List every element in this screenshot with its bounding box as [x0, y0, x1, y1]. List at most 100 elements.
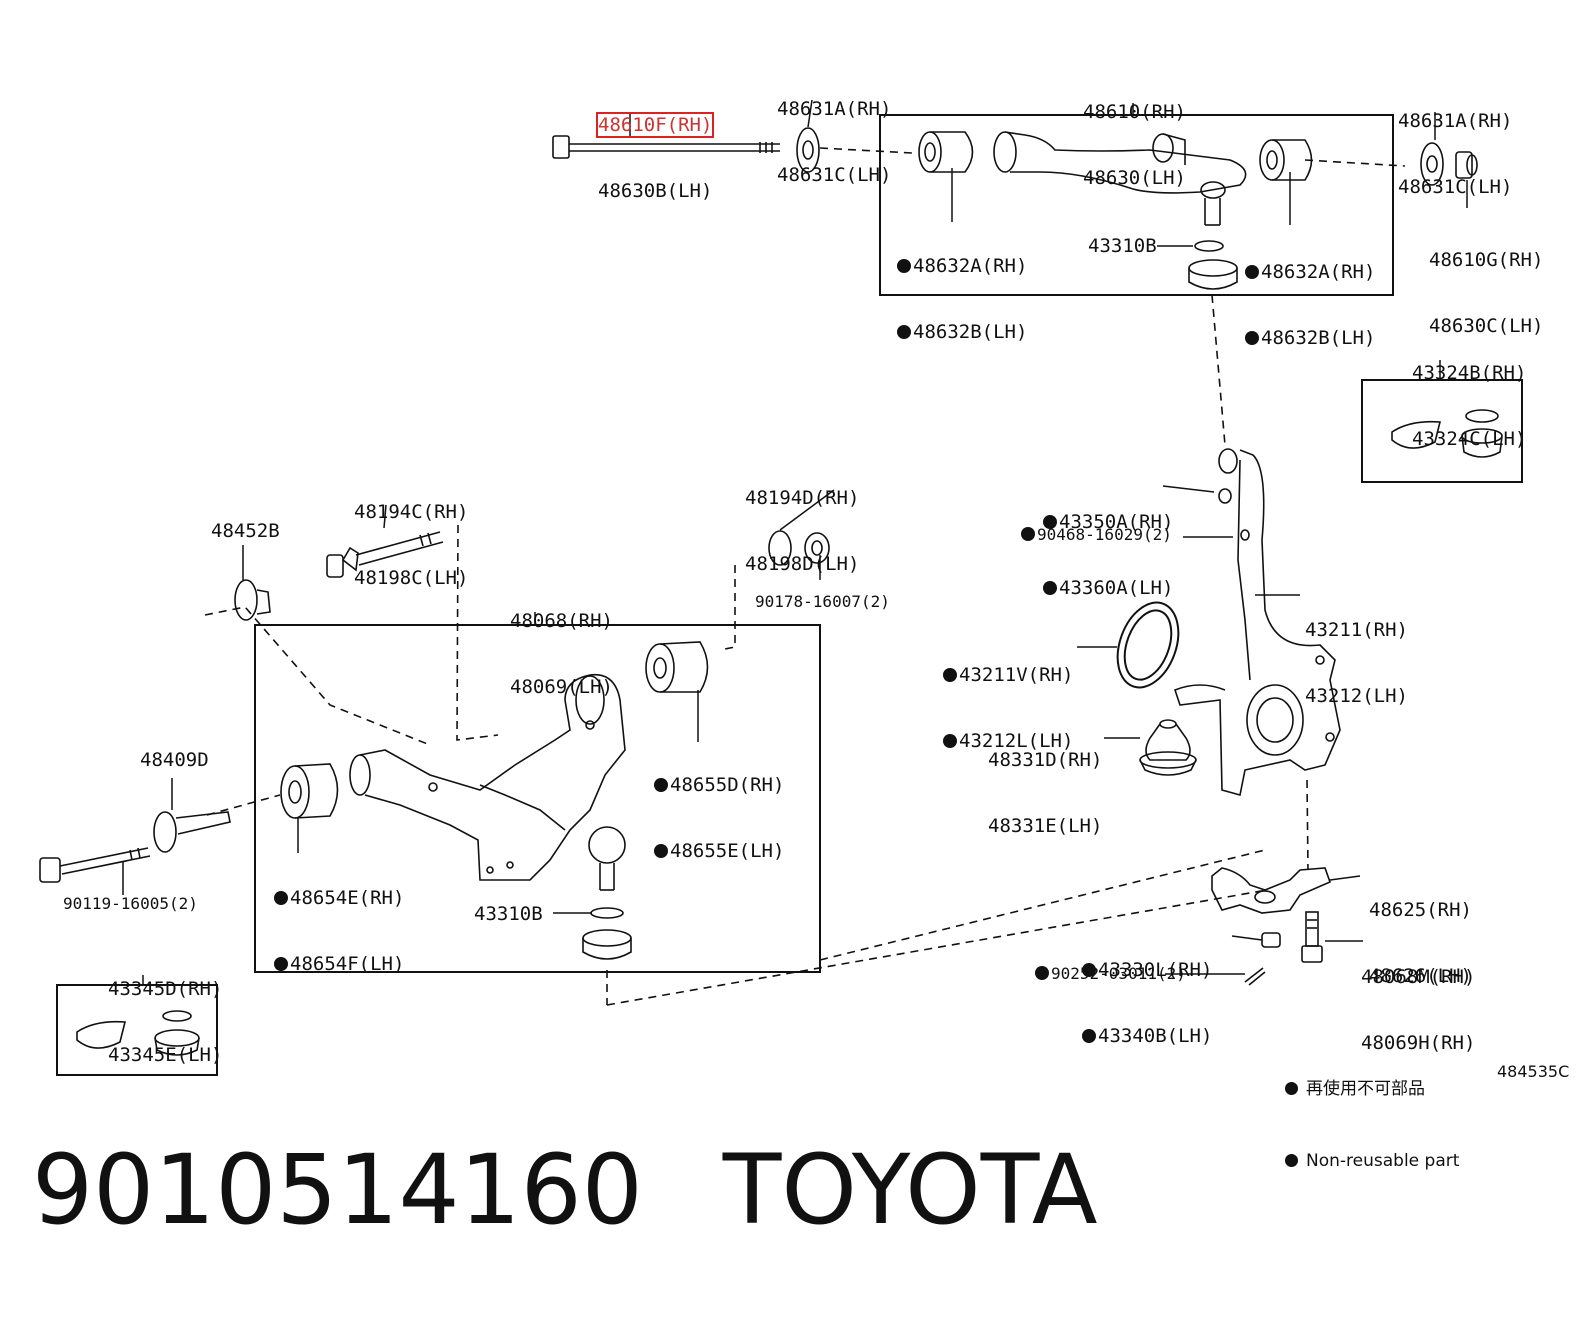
non-reusable-dot [897, 325, 911, 339]
diagram-reference: 484535C [1497, 1062, 1570, 1081]
ball-joint-bracket-label: 48625(RH) 48626(LH) [1369, 855, 1472, 1009]
knuckle-nut-rh: 43350A(RH) [1059, 511, 1174, 533]
knuckle-bolt-text: 90468-16029(2) [1037, 525, 1172, 544]
knuckle-rh: 43211(RH) [1305, 619, 1408, 641]
upper-boot-kit-drawing [1391, 409, 1503, 458]
non-reusable-dot [1245, 331, 1259, 345]
non-reusable-dot [654, 778, 668, 792]
caption-part-number: 9010514160 [32, 1134, 643, 1246]
non-reusable-dot [1082, 963, 1096, 977]
upper-nut-lh: 48630C(LH) [1429, 315, 1544, 337]
non-reusable-dot [274, 957, 288, 971]
lower-arm-drawing [349, 673, 626, 881]
lower-bushing-front-drawing [280, 763, 339, 819]
lower-boot-kit-lh: 43345E(LH) [108, 1044, 223, 1066]
assembly-dash-lines [204, 147, 1406, 1006]
upper-bushing-right-drawing [1259, 139, 1313, 181]
upper-nut-label: 48610G(RH) 48630C(LH) [1429, 205, 1543, 359]
bracket-bolt-rh: 48068M(RH) [1361, 966, 1476, 988]
ball-joint-bracket-lh: 48626(LH) [1369, 965, 1472, 987]
lower-bushing-rear-drawing [645, 641, 709, 693]
leader-lines [122, 99, 1468, 985]
knuckle-bolt-label: 90468-16029(2) [1021, 525, 1172, 545]
upper-bolt-rh-label[interactable]: 48610F(RH) [595, 112, 715, 138]
lower-boot-kit-label: 43345D(RH) 43345E(LH) [108, 934, 222, 1088]
nut-right-label: 90178-16007(2) [755, 592, 890, 611]
upper-bolt-label: 48610F(RH) 48630B(LH) [595, 70, 715, 224]
lower-bushing-rear-label: 48655D(RH) 48655E(LH) [654, 730, 784, 884]
lower-ring-label: 43310B [474, 903, 543, 925]
legend-english: Non-reusable part [1306, 1151, 1460, 1171]
upper-bushing-right-lh: 48632B(LH) [1261, 327, 1376, 349]
lower-ball-joint-drawing [582, 826, 632, 960]
legend-dot [1285, 1082, 1298, 1095]
upper-bushing-right-label: 48632A(RH) 48632B(LH) [1245, 217, 1375, 371]
legend: 再使用不可部品 Non-reusable part [1285, 1029, 1459, 1197]
upper-washer-left-drawing [796, 127, 820, 173]
caption-brand: TOYOTA [722, 1134, 1098, 1246]
lower-boot-kit-rh: 43345D(RH) [108, 978, 223, 1000]
upper-boot-kit-box [1361, 379, 1523, 483]
lower-boot-kit-box [56, 984, 218, 1076]
upper-arm-group-box [879, 114, 1394, 296]
upper-arm-label: 48610(RH) 48630(LH) [1083, 57, 1186, 211]
dust-seal-lh: 43212L(LH) [959, 730, 1074, 752]
non-reusable-dot [1035, 966, 1049, 980]
washer-upper-right-lh: 48631C(LH) [1398, 176, 1513, 198]
dust-seal-drawing [1116, 601, 1180, 689]
non-reusable-dot [943, 734, 957, 748]
caption: 9010514160 TOYOTA [32, 1135, 1178, 1245]
non-reusable-dot [1043, 515, 1057, 529]
knuckle-lh: 43212(LH) [1305, 685, 1408, 707]
upper-boot-kit-label: 43324B(RH) 43324C(LH) [1412, 318, 1526, 472]
upper-nut-rh: 48610G(RH) [1429, 249, 1544, 271]
washer-upper-right-rh: 48631A(RH) [1398, 110, 1513, 132]
lower-arm-lh: 48069(LH) [510, 676, 613, 698]
upper-bushing-left-label: 48632A(RH) 48632B(LH) [897, 211, 1027, 365]
legend-dot [1285, 1154, 1298, 1167]
front-bolt-label: 90119-16005(2) [63, 894, 198, 913]
non-reusable-dot [943, 668, 957, 682]
upper-ring-boot-drawing [1188, 240, 1238, 290]
bumper-drawing [1139, 719, 1197, 776]
cotter-pin-label: 90252-03011(2) [1035, 964, 1186, 984]
knuckle-label: 43211(RH) 43212(LH) [1305, 575, 1408, 729]
bumper-lh: 48331E(LH) [988, 815, 1103, 837]
bracket-nut-bolt-drawing [1244, 911, 1323, 986]
lower-arm-label: 48068(RH) 48069(LH) [510, 566, 613, 720]
ball-joint-bracket-rh: 48625(RH) [1369, 899, 1472, 921]
cam-washer-left-label: 48452B [211, 520, 280, 542]
non-reusable-dot [274, 891, 288, 905]
lower-arm-rh: 48068(RH) [510, 610, 613, 632]
non-reusable-dot [654, 844, 668, 858]
cam-washer-left-drawing [234, 579, 271, 621]
knuckle-drawing [1174, 448, 1341, 797]
upper-boot-kit-rh: 43324B(RH) [1412, 362, 1527, 384]
cam-plate-front-bolt-drawing [39, 811, 231, 883]
upper-ring-label: 43310B [1088, 235, 1157, 257]
knuckle-nut-label: 43350A(RH) 43360A(LH) [1043, 467, 1173, 621]
non-reusable-dot [1021, 527, 1035, 541]
knuckle-nut-lh: 43360A(LH) [1059, 577, 1174, 599]
cam-bolt-left-rh: 48194C(RH) [354, 501, 469, 523]
upper-arm-lh: 48630(LH) [1083, 167, 1186, 189]
cam-bolt-right-rh: 48194D(RH) [745, 487, 860, 509]
dust-seal-rh: 43211V(RH) [959, 664, 1074, 686]
non-reusable-dot [1082, 1029, 1096, 1043]
ball-joint-bracket-drawing [1211, 867, 1332, 914]
washer-upper-right-label: 48631A(RH) 48631C(LH) [1398, 66, 1512, 220]
upper-bolt-lh-label: 48630B(LH) [598, 180, 713, 202]
bracket-bolt-lh: 48069H(RH) [1361, 1032, 1476, 1054]
bracket-nut-rh: 43330L(RH) [1098, 959, 1213, 981]
bumper-rh: 48331D(RH) [988, 749, 1103, 771]
washer-upper-left-lh: 48631C(LH) [777, 164, 892, 186]
bracket-bolt-label: 48068M(RH) 48069H(RH) [1361, 922, 1475, 1076]
non-reusable-dot [1245, 265, 1259, 279]
washer-upper-left-rh: 48631A(RH) [777, 98, 892, 120]
upper-bushing-left-rh: 48632A(RH) [913, 255, 1028, 277]
lower-bushing-rear-lh: 48655E(LH) [670, 840, 785, 862]
dust-seal-label: 43211V(RH) 43212L(LH) [943, 620, 1073, 774]
non-reusable-dot [1043, 581, 1057, 595]
upper-bolt-drawing [552, 135, 780, 159]
bracket-nut-label: 43330L(RH) 43340B(LH) [1082, 915, 1212, 1069]
